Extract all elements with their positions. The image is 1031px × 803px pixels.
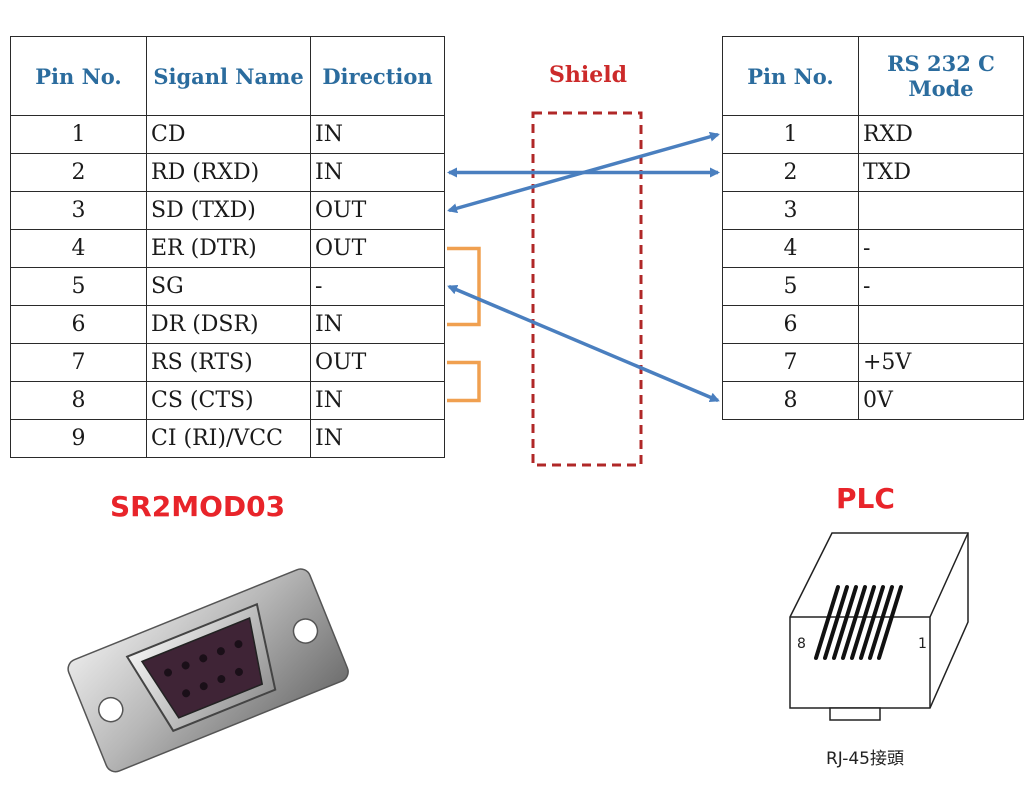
- pin-number: 1: [10, 115, 147, 154]
- direction: IN: [310, 153, 445, 192]
- pin-number: 6: [722, 305, 859, 344]
- signal-name: RD (RXD): [146, 153, 311, 192]
- signal-name: CI (RI)/VCC: [146, 419, 311, 458]
- pin-number: 1: [722, 115, 859, 154]
- pin-number: 9: [10, 419, 147, 458]
- pin-number: 5: [10, 267, 147, 306]
- loopback-wires: [447, 246, 481, 403]
- rs232-mode: -: [858, 229, 1024, 268]
- pin-number: 5: [722, 267, 859, 306]
- direction: IN: [310, 115, 445, 154]
- rj45-pin-row: 6: [722, 305, 1024, 344]
- direction: -: [310, 267, 445, 306]
- rj45-pin-row: 4-: [722, 229, 1024, 268]
- header-rs232-mode: RS 232 C Mode: [858, 36, 1024, 116]
- rj45-pin-right-label: 1: [918, 636, 927, 652]
- signal-wires: [447, 131, 720, 403]
- pin-number: 2: [10, 153, 147, 192]
- signal-wire: [447, 284, 720, 403]
- rs232-mode: 0V: [858, 381, 1024, 420]
- rj45-pin-row: 7+5V: [722, 343, 1024, 382]
- signal-wire: [447, 131, 720, 214]
- direction: IN: [310, 381, 445, 420]
- shield-label: Shield: [549, 62, 627, 88]
- rs232-mode: RXD: [858, 115, 1024, 154]
- header-pin-no: Pin No.: [722, 36, 859, 116]
- rs232-mode: TXD: [858, 153, 1024, 192]
- header-pin-no: Pin No.: [10, 36, 147, 116]
- pin-number: 3: [10, 191, 147, 230]
- pin-number: 3: [722, 191, 859, 230]
- rs232-mode: [858, 191, 1024, 230]
- direction: OUT: [310, 229, 445, 268]
- signal-name: ER (DTR): [146, 229, 311, 268]
- signal-name: RS (RTS): [146, 343, 311, 382]
- pin-number: 8: [10, 381, 147, 420]
- direction: IN: [310, 419, 445, 458]
- rj45-caption: RJ-45接頭: [826, 749, 904, 769]
- signal-name: SG: [146, 267, 311, 306]
- rs232-mode: -: [858, 267, 1024, 306]
- direction: OUT: [310, 191, 445, 230]
- signal-name: SD (TXD): [146, 191, 311, 230]
- pin-number: 8: [722, 381, 859, 420]
- shield-box: [531, 111, 643, 467]
- rj45-pin-left-label: 8: [797, 636, 806, 652]
- rj45-connector-icon: 8 1: [789, 532, 969, 721]
- db9-device-label: SR2MOD03: [110, 490, 286, 523]
- rj45-pin-row: 5-: [722, 267, 1024, 306]
- plc-device-label: PLC: [836, 482, 895, 515]
- pin-number: 4: [10, 229, 147, 268]
- pin-number: 4: [722, 229, 859, 268]
- rj45-pin-row: 3: [722, 191, 1024, 230]
- loopback-wire: [447, 360, 481, 403]
- direction: OUT: [310, 343, 445, 382]
- signal-name: CS (CTS): [146, 381, 311, 420]
- db9-connector-icon: [67, 568, 349, 773]
